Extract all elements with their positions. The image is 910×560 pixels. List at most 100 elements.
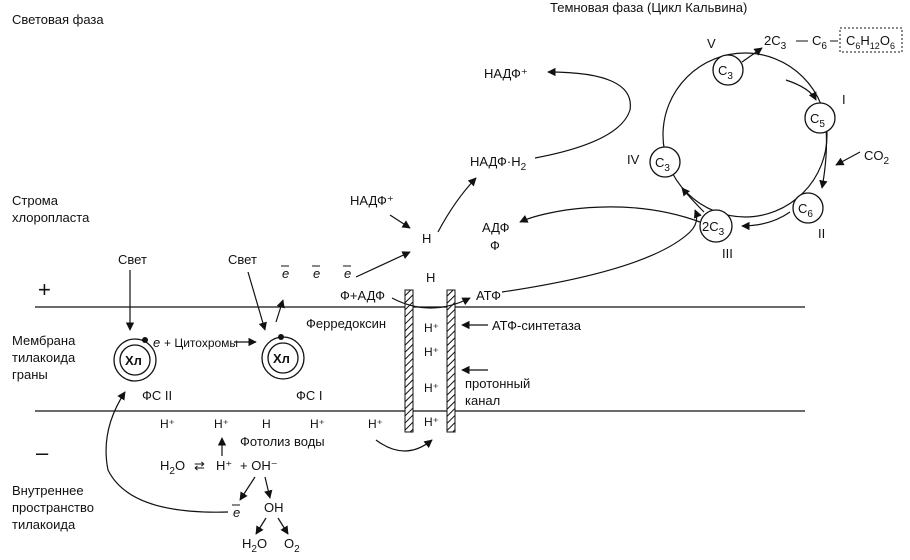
electron-2: e	[313, 266, 320, 281]
ps2-electron-dot	[142, 337, 148, 343]
ps1-electron-arrow	[275, 299, 285, 323]
lumen-h: H	[262, 417, 271, 431]
photolysis-label: Фотолиз воды	[240, 434, 325, 449]
oh-to-water-arrow	[255, 517, 267, 535]
c5-node	[804, 102, 836, 134]
hydrogen-label: H	[422, 231, 431, 246]
plus-sign: +	[38, 277, 51, 302]
proton-channel-1: H⁺	[424, 321, 439, 335]
lumen-label-line3: тилакоида	[12, 517, 76, 532]
c6-node	[792, 192, 824, 224]
lumen-label: Внутреннее пространство тилакоида	[12, 483, 98, 532]
calvin-arrow-3	[741, 211, 791, 231]
ps2-outer-ring	[113, 338, 157, 382]
hydroxyl-label: OH	[264, 500, 284, 515]
stroma-label: Строма хлоропласта	[12, 193, 90, 225]
membrane-label-line2: тилакоида	[12, 350, 76, 365]
atp-to-calvin-arrow	[501, 209, 702, 293]
c5-label: C5	[810, 111, 825, 130]
product-2c3-text: 2C	[764, 33, 781, 48]
h-to-nadph-arrow	[437, 177, 477, 233]
dark-phase-title: Темновая фаза (Цикл Кальвина)	[550, 0, 747, 15]
ps2-inner-ring	[119, 344, 151, 376]
photolysis-oh-minus: + OH⁻	[240, 458, 278, 473]
lumen-proton-1: H⁺	[160, 417, 175, 431]
photolysis-h-plus: H⁺	[216, 458, 232, 473]
proton-channel-line2: канал	[465, 393, 500, 408]
adp-label: АДФ	[482, 220, 510, 235]
c3-top-node	[712, 54, 744, 86]
oh-to-oh-arrow	[264, 476, 273, 499]
light-arrow-2	[247, 271, 267, 331]
calvin-to-adp-arrow	[519, 206, 701, 223]
glucose-text: C	[846, 33, 855, 48]
c3-left-label: C3	[655, 155, 670, 174]
membrane-label: Мембрана тилакоида граны	[12, 333, 79, 382]
lumen-label-line2: пространство	[12, 500, 94, 515]
membrane-label-line1: Мембрана	[12, 333, 76, 348]
minus-sign: –	[36, 440, 49, 465]
electron-return-arrow	[105, 391, 229, 513]
calvin-arrow-2	[819, 127, 828, 189]
roman-4: IV	[627, 152, 640, 167]
oxygen-product: O2	[284, 536, 300, 555]
c3-to-product-arrow	[741, 47, 763, 63]
roman-2: II	[818, 226, 825, 241]
atp-synthase-label: АТФ-синтетаза	[492, 318, 582, 333]
proton-channel-line1: протонный	[465, 376, 530, 391]
electron-3: e	[344, 266, 351, 281]
ps1-label: ФС I	[296, 388, 323, 403]
nadph2-label: НАДФ·H2	[470, 154, 527, 173]
c5-text: C	[810, 111, 819, 126]
oh-to-oxygen-arrow	[277, 517, 289, 535]
h-above-channel: H	[426, 270, 435, 285]
water-formula: H2O	[160, 458, 185, 477]
lumen-electron: e	[233, 505, 240, 520]
c3-left-node	[649, 146, 681, 178]
glucose-box	[839, 27, 903, 53]
c6-label: C6	[798, 201, 813, 220]
lumen-label-line1: Внутреннее	[12, 483, 84, 498]
water-equilibrium: ⇄	[194, 458, 205, 473]
proton-channel-3: H⁺	[424, 381, 439, 395]
lumen-to-channel-arrow	[375, 439, 433, 452]
electron-to-h-arrow	[355, 251, 411, 278]
c3-top-text: C	[718, 63, 727, 78]
nadp-plus-top: НАДФ⁺	[484, 66, 528, 81]
membrane-label-line3: граны	[12, 367, 48, 382]
channel-right-wall	[446, 289, 456, 433]
ps1-electron-dot	[278, 334, 284, 340]
co2-label: CO2	[864, 148, 890, 167]
phi-label: Ф	[490, 238, 500, 253]
glucose-formula: C6H12O6	[846, 33, 895, 51]
stroma-label-line1: Строма	[12, 193, 59, 208]
nadph-text: НАДФ·H	[470, 154, 521, 169]
ps2-label: ФС II	[142, 388, 172, 403]
nadp-plus-mid: НАДФ⁺	[350, 193, 394, 208]
c3-left-text: C	[655, 155, 664, 170]
product-c6: C6	[812, 33, 827, 52]
calvin-arrow-1	[785, 79, 817, 101]
roman-3: III	[722, 246, 733, 261]
nadp-to-h-arrow	[389, 214, 411, 229]
light-phase-title: Световая фаза	[12, 12, 104, 27]
phi-adp-label: Ф+АДФ	[340, 288, 385, 303]
2c3-node	[699, 209, 733, 243]
co2-text: CO	[864, 148, 884, 163]
chlorophyll-label-1: Хл	[125, 353, 142, 368]
lumen-proton-4: H⁺	[368, 417, 383, 431]
proton-channel-label: протонный канал	[465, 376, 534, 408]
electron-label-cyt: e	[153, 335, 160, 350]
ps1-inner-ring	[267, 342, 299, 374]
electron-1: e	[282, 266, 289, 281]
oh-to-electron-arrow	[239, 476, 256, 501]
roman-5: V	[707, 36, 716, 51]
calvin-ring	[662, 52, 828, 218]
light-label-2: Свет	[228, 252, 257, 267]
nadph-to-calvin-arrow	[534, 67, 631, 159]
co2-arrow	[835, 151, 861, 166]
calvin-arrow-4	[681, 187, 705, 213]
product-c6-text: C	[812, 33, 821, 48]
channel-left-wall	[404, 289, 414, 433]
